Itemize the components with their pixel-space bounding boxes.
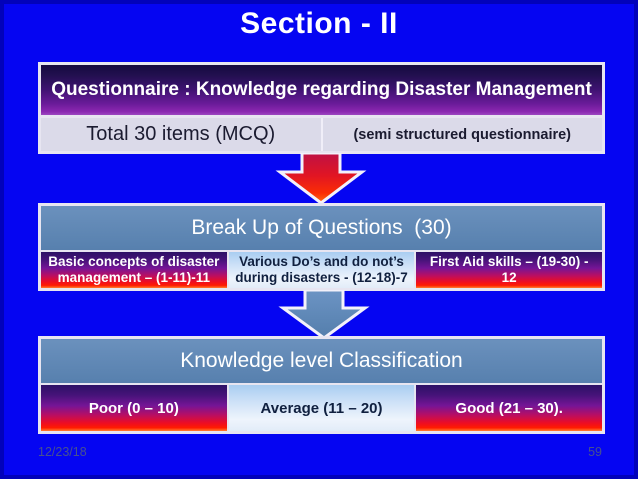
dos-donts-cell: Various Do’s and do not’s during disaste…	[228, 252, 415, 288]
classification-panel: Knowledge level Classification Poor (0 –…	[38, 336, 605, 434]
classification-panel-cells: Poor (0 – 10) Average (11 – 20) Good (21…	[41, 385, 603, 431]
average-cell: Average (11 – 20)	[228, 385, 415, 431]
questionnaire-panel-header: Questionnaire : Knowledge regarding Disa…	[41, 65, 602, 115]
questionnaire-panel: Questionnaire : Knowledge regarding Disa…	[38, 62, 605, 154]
breakup-panel: Break Up of Questions (30) Basic concept…	[38, 203, 605, 291]
slide-page-number: 59	[588, 445, 602, 459]
blue-down-arrow-icon	[278, 290, 370, 340]
classification-panel-header: Knowledge level Classification	[41, 339, 602, 383]
slide-date: 12/23/18	[38, 445, 87, 459]
semi-structured-cell: (semi structured questionnaire)	[353, 126, 572, 143]
questionnaire-panel-body: Total 30 items (MCQ) (semi structured qu…	[41, 118, 602, 151]
good-cell: Good (21 – 30).	[416, 385, 603, 431]
breakup-panel-cells: Basic concepts of disaster management – …	[41, 252, 603, 288]
breakup-panel-header: Break Up of Questions (30)	[41, 206, 602, 250]
slide-title: Section - II	[240, 7, 398, 40]
poor-cell: Poor (0 – 10)	[41, 385, 227, 431]
basic-concepts-cell: Basic concepts of disaster management – …	[41, 252, 227, 288]
red-down-arrow-icon	[275, 153, 367, 205]
total-items-cell: Total 30 items (MCQ)	[41, 118, 323, 151]
first-aid-cell: First Aid skills – (19-30) - 12	[416, 252, 603, 288]
